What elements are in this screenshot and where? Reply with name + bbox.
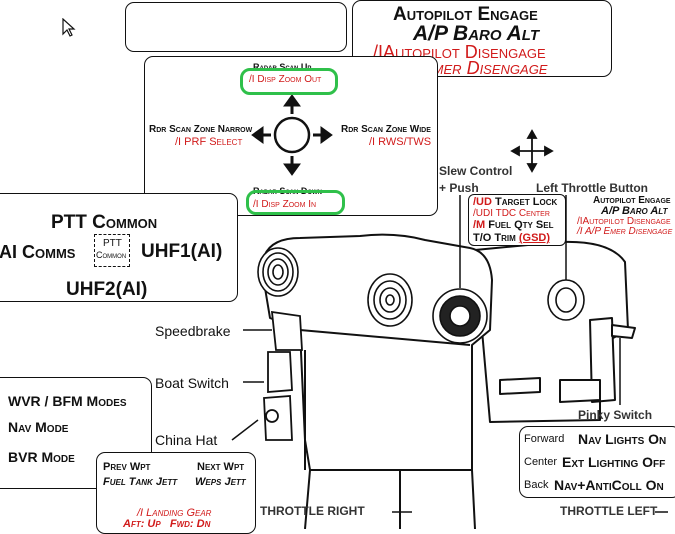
rws-tws-label: /I RWS/TWS [369, 136, 432, 148]
wvr-bfm-label: WVR / BFM Modes [8, 393, 127, 409]
hat-switch-arrows [251, 94, 333, 176]
zoom-out-highlight [240, 68, 338, 95]
target-lock-box: /UD Target Lock /UDI TDC Center /M Fuel … [468, 194, 566, 246]
left-throttle-mini-box: Autopilot Engage A/P Baro Alt /IAutopilo… [575, 195, 675, 239]
pinky-switch-label: Pinky Switch [578, 408, 653, 422]
landing-gear-label: /I Landing Gear [137, 507, 212, 519]
to-trim-suffix: (GSD) [518, 232, 551, 244]
disp-zoom-in-label: /I Disp Zoom In [253, 199, 317, 210]
speedbrake-label: Speedbrake [155, 323, 231, 339]
target-lock-line: /UD Target Lock [473, 197, 557, 208]
weps-jett-label: Weps Jett [195, 476, 246, 488]
china-hat-label: China Hat [155, 432, 218, 448]
fuel-qty-line: /M Fuel Qty Sel [473, 220, 553, 231]
disp-zoom-out-label: /I Disp Zoom Out [249, 74, 322, 85]
ptt-center-bracket [94, 234, 130, 267]
ptt-common-box: PTT Common AI Comms PTT Common UHF1(AI) … [0, 193, 238, 302]
pinky-forward-pos: Forward [524, 433, 565, 445]
ap-baro-alt-label: A/P Baro Alt [413, 22, 539, 45]
empty-label-box [125, 2, 347, 52]
target-lock-label: Target Lock [495, 196, 558, 208]
mini-ap-baro-alt: A/P Baro Alt [601, 205, 668, 217]
uhf2-label: UHF2(AI) [66, 279, 148, 300]
mini-ap-emer-disengage: /I A/P Emer Disengage [577, 226, 673, 237]
target-lock-prefix: /UD [473, 196, 492, 208]
slew-push-label: + Push [439, 181, 479, 195]
uhf1-label: UHF1(AI) [141, 241, 223, 262]
fuel-qty-prefix: /M [473, 219, 486, 231]
move-cross-icon [510, 129, 554, 173]
ptt-common-label: PTT Common [51, 212, 158, 233]
mouse-cursor-icon [62, 18, 76, 37]
pinky-forward-value: Nav Lights On [578, 431, 667, 447]
boat-switch-label: Boat Switch [155, 375, 229, 391]
zoom-in-highlight [246, 190, 345, 215]
autopilot-engage-label: Autopilot Engage [393, 4, 538, 25]
slew-control-label: Slew Control [439, 164, 513, 178]
bvr-mode-label: BVR Mode [8, 449, 75, 465]
fuel-qty-label: Fuel Qty Sel [488, 219, 554, 231]
rdr-scan-narrow-label: Rdr Scan Zone Narrow [149, 124, 253, 135]
prf-select-label: /I PRF Select [175, 136, 243, 148]
pinky-back-pos: Back [524, 479, 549, 491]
tdc-center-label: /UDI TDC Center [473, 208, 550, 219]
prev-wpt-label: Prev Wpt [103, 461, 151, 473]
ptt-center-line2: Common [96, 250, 127, 260]
mini-autopilot-disengage: /IAutopilot Disengage [577, 216, 671, 227]
pinky-center-pos: Center [524, 456, 558, 468]
pinky-center-value: Ext Lighting Off [562, 454, 666, 470]
nav-mode-label: Nav Mode [8, 419, 69, 435]
to-trim-line: T/O Trim (GSD) [473, 233, 550, 244]
throttle-left-label: THROTTLE LEFT [560, 504, 658, 518]
china-hat-box: Prev Wpt Fuel Tank Jett Next Wpt Weps Je… [96, 452, 256, 534]
fuel-tank-jett-label: Fuel Tank Jett [103, 476, 178, 488]
throttle-right-label: THROTTLE RIGHT [260, 504, 365, 518]
radar-scan-box: Radar Scan Up /I Disp Zoom Out Rdr Scan … [144, 56, 438, 216]
next-wpt-label: Next Wpt [197, 461, 245, 473]
pinky-switch-box: Forward Nav Lights On Center Ext Lightin… [519, 426, 675, 498]
ai-comms-label: AI Comms [0, 242, 76, 262]
landing-gear-dir-label: Aft: Up Fwd: Dn [123, 518, 211, 530]
pinky-back-value: Nav+AntiColl On [554, 477, 664, 493]
ptt-center-line1: PTT [103, 238, 122, 249]
radar-scan-up-label: Radar Scan Up [253, 62, 312, 72]
mini-autopilot-engage: Autopilot Engage [593, 195, 671, 206]
to-trim-label: T/O Trim [473, 232, 516, 244]
rdr-scan-wide-label: Rdr Scan Zone Wide [341, 124, 431, 135]
left-throttle-button-label: Left Throttle Button [536, 181, 648, 195]
